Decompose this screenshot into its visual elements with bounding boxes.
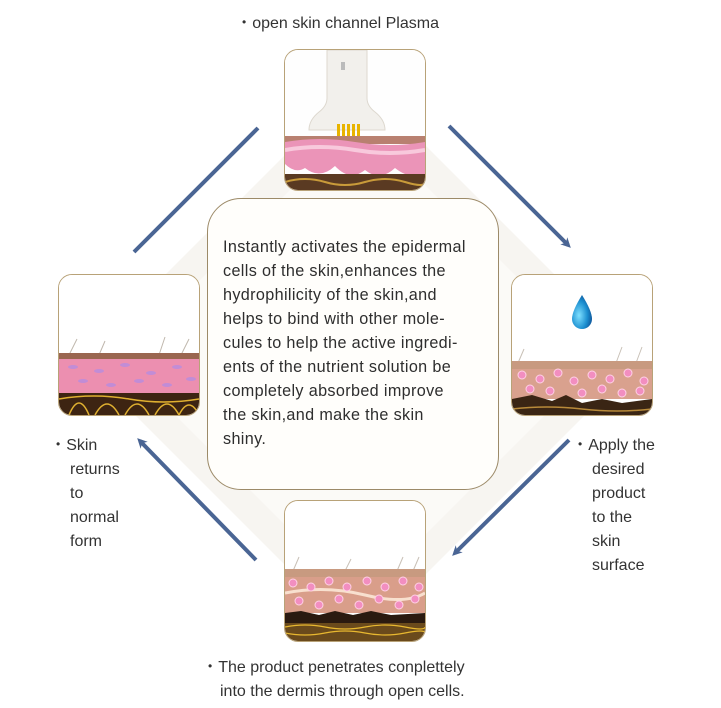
description-text: Instantly activates the epidermal cells …: [223, 238, 466, 448]
caption-line: The product penetrates conplettely: [218, 659, 465, 676]
water-drop-icon: [572, 295, 592, 329]
caption-line: to the: [592, 509, 633, 526]
product-penetrates-illustration: [285, 501, 425, 641]
step-right-caption: • Apply the desired product to the skin s…: [578, 432, 688, 578]
bullet: •: [208, 659, 213, 673]
description-box: Instantly activates the epidermal cells …: [207, 198, 499, 490]
step-top-caption: • open skin channel Plasma: [242, 10, 439, 36]
step-bottom-caption: • The product penetrates conplettely into…: [208, 654, 528, 704]
step-left-caption: • Skin returns to normal form: [56, 432, 146, 554]
bullet: •: [578, 437, 583, 451]
caption-line: normal: [70, 509, 119, 526]
panel-normal-skin: [58, 274, 200, 416]
panel-apply-product: [511, 274, 653, 416]
caption-line: to: [70, 485, 84, 502]
caption-line: Apply the: [588, 437, 655, 454]
caption-line: skin: [592, 533, 621, 550]
caption-line: into the dermis through open cells.: [220, 683, 465, 700]
caption-line: Skin: [66, 437, 98, 454]
caption-line: surface: [592, 557, 645, 574]
normal-skin-illustration: [59, 275, 199, 415]
panel-product-penetrates: [284, 500, 426, 642]
caption-line: returns: [70, 461, 120, 478]
caption-line: form: [70, 533, 102, 550]
bullet: •: [242, 15, 247, 29]
panel-plasma-pen: [284, 49, 426, 191]
step-top-text: open skin channel Plasma: [252, 15, 439, 32]
caption-line: desired: [592, 461, 645, 478]
bullet: •: [56, 437, 61, 451]
plasma-pen-illustration: [285, 50, 425, 190]
caption-line: product: [592, 485, 646, 502]
apply-product-illustration: [512, 275, 652, 415]
